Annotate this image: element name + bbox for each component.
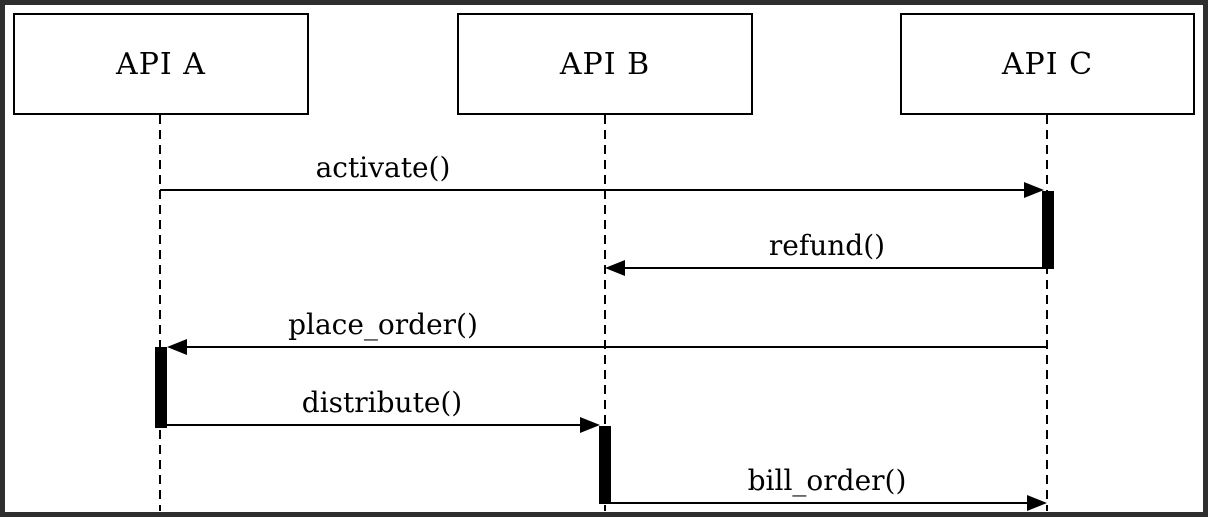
actor-box-api-b: API B <box>457 13 753 115</box>
lifeline-api-a <box>159 115 161 511</box>
message-line-refund <box>623 267 1044 269</box>
activation-bar-api-c <box>1042 191 1054 269</box>
lifeline-api-b <box>604 115 606 511</box>
message-label-bill-order: bill_order() <box>747 464 907 497</box>
actor-label-api-b: API B <box>559 46 651 82</box>
message-label-refund: refund() <box>768 229 886 262</box>
lifeline-api-c <box>1046 115 1048 511</box>
arrowhead-right-icon <box>580 417 600 433</box>
message-line-place-order <box>185 346 1048 348</box>
actor-label-api-a: API A <box>116 46 206 82</box>
message-label-place-order: place_order() <box>288 308 478 341</box>
message-line-bill-order <box>611 502 1029 504</box>
actor-box-api-c: API C <box>900 13 1195 115</box>
message-label-distribute: distribute() <box>301 386 463 419</box>
arrowhead-right-icon <box>1024 182 1044 198</box>
arrowhead-left-icon <box>605 260 625 276</box>
actor-label-api-c: API C <box>1001 46 1094 82</box>
arrowhead-right-icon <box>1027 495 1047 511</box>
message-line-distribute <box>167 424 582 426</box>
message-line-activate <box>160 189 1026 191</box>
activation-bar-api-a <box>155 347 167 428</box>
arrowhead-left-icon <box>167 339 187 355</box>
message-label-activate: activate() <box>315 151 451 184</box>
actor-box-api-a: API A <box>13 13 309 115</box>
activation-bar-api-b <box>599 426 611 504</box>
